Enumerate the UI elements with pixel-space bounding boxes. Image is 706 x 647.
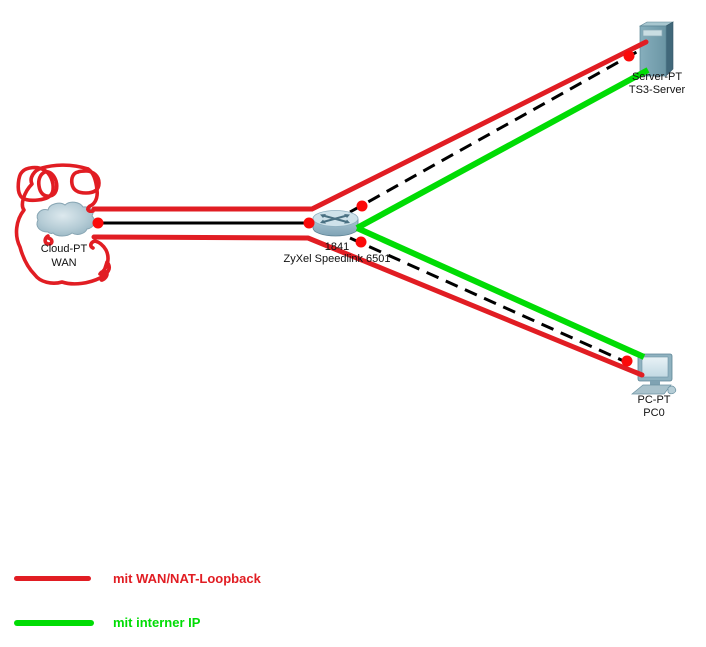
pc-icon[interactable] <box>631 353 677 395</box>
pc-screen-icon <box>641 356 669 378</box>
server-drive-slot-icon <box>642 29 663 37</box>
server-name-label: TS3-Server <box>629 84 686 96</box>
status-dot-router-server-end <box>356 200 368 212</box>
router-name-label: ZyXel Speedlink 6501 <box>283 253 390 265</box>
pc-keyboard-icon <box>631 384 672 395</box>
status-dot-server-end <box>623 50 635 62</box>
status-dot-router-wan-end <box>303 217 315 229</box>
link-router-server[interactable] <box>349 47 643 214</box>
annotation-green-router-server <box>355 67 650 231</box>
annotation-green-router-pc <box>355 225 646 360</box>
cloud-model-label: Cloud-PT <box>41 243 88 255</box>
cloud-wan-icon[interactable] <box>36 201 95 237</box>
server-icon[interactable] <box>638 21 675 77</box>
server-model-label: Server-PT <box>632 71 682 83</box>
legend-green-line-swatch <box>14 620 94 626</box>
legend-green-label: mit interner IP <box>113 615 201 630</box>
annotation-red-wan-pc <box>91 234 645 378</box>
router-arrows-icon <box>320 214 350 224</box>
pc-model-label: PC-PT <box>638 394 671 406</box>
link-router-pc[interactable] <box>349 236 638 369</box>
router-icon[interactable] <box>312 210 359 237</box>
status-dot-cloud-end <box>92 217 104 229</box>
annotation-red-wan-server <box>91 39 649 212</box>
status-dot-pc-end <box>621 355 633 367</box>
pc-mouse-icon <box>667 385 677 395</box>
status-dot-router-pc-end <box>355 236 367 248</box>
legend-red-line-swatch <box>14 576 91 581</box>
legend-red-label: mit WAN/NAT-Loopback <box>113 571 261 586</box>
cloud-name-label: WAN <box>51 257 76 269</box>
pc-name-label: PC0 <box>643 407 664 419</box>
router-model-label: 1841 <box>325 241 349 253</box>
wan-highlight-scribble <box>14 163 111 286</box>
